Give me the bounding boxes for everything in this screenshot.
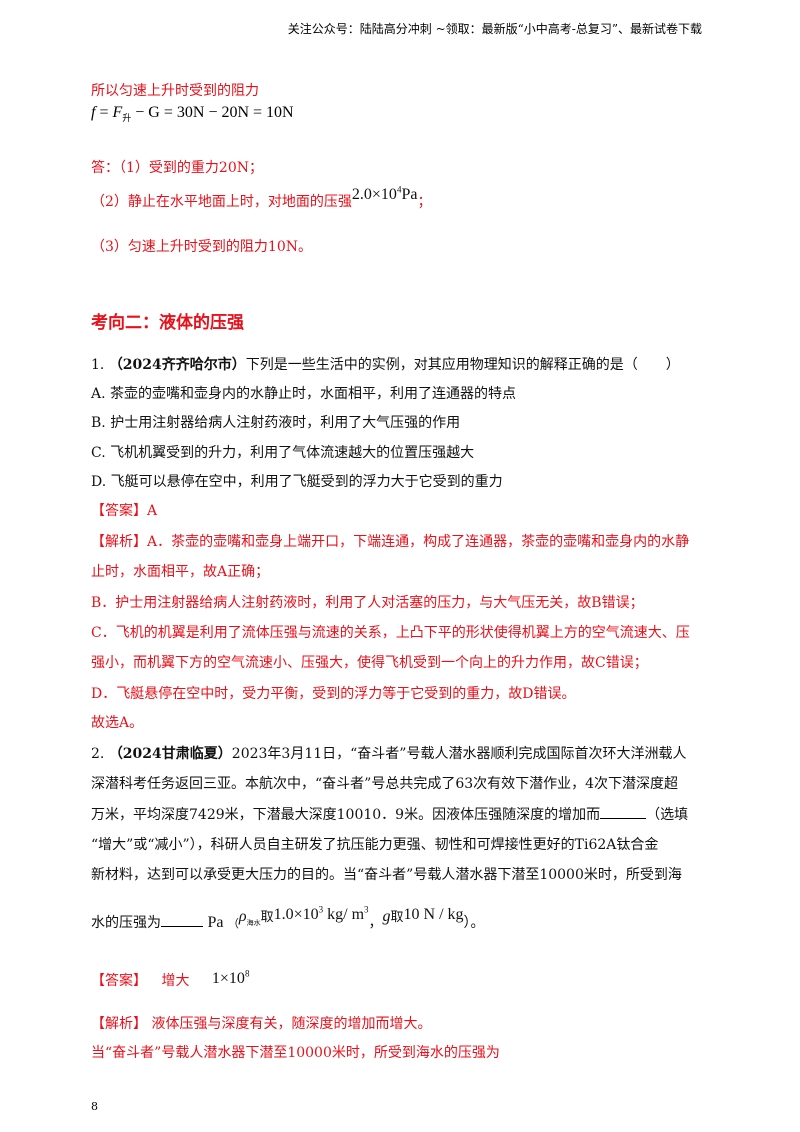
page-number: 8 (91, 1100, 98, 1113)
q2-density-value: 1.0×10 (273, 906, 319, 923)
q2-text-3a: 万米，平均深度7429米，下潜最大深度10010．9米。因液体压强随深度的增加而 (91, 807, 601, 823)
q1-text: 下列是一些生活中的实例，对其应用物理知识的解释正确的是（ ） (245, 357, 680, 373)
q2-density-unit-exp: 3 (364, 904, 369, 915)
q1-explanation-3: B．护士用注射器给病人注射药液时，利用了人对活塞的压力，与大气压无关，故B错误； (91, 595, 644, 611)
q2-line-4: “增大”或“减小”），科研人员自主研发了抗压能力更强、韧性和可焊接性更好的Ti6… (91, 837, 659, 853)
eq-f: f (91, 104, 96, 121)
q2-density-unit: kg/ m (327, 906, 365, 923)
q2-line-1: 2. （2024甘肃临夏）2023年3月11日，“奋斗者”号载人潜水器顺利完成国… (91, 743, 686, 763)
q1-explanation-4: C．飞机的机翼是利用了流体压强与流速的关系，上凸下平的形状使得机翼上方的空气流速… (91, 625, 690, 641)
resistance-equation: f = F升 − G = 30N − 20N = 10N (91, 104, 294, 124)
q1-number: 1. (91, 357, 105, 373)
q1-explanation-5: 强小，而机翼下方的空气流速小、压强大，使得飞机受到一个向上的升力作用，故C错误； (91, 655, 648, 671)
q2-density-exp: 3 (318, 904, 324, 915)
q1-explanation-7: 故选A。 (91, 715, 144, 731)
q2-number: 2. (91, 746, 105, 762)
q2-g-value: 10 N / kg (403, 906, 464, 923)
q2-text-1: 2023年3月11日，“奋斗者”号载人潜水器顺利完成国际首次环大洋洲载人 (231, 746, 687, 762)
answer-2-unit: Pa (401, 186, 418, 203)
q2-g: g (382, 908, 391, 925)
q2-answer-a: 增大 (161, 973, 190, 989)
page-header: 关注公众号：陆陆高分冲刺 ~领取：最新版“小中高考-总复习”、最新试卷下载 (287, 22, 702, 36)
q1-stem: 1. （2024齐齐哈尔市）下列是一些生活中的实例，对其应用物理知识的解释正确的… (91, 354, 680, 374)
q2-blank-1 (600, 818, 647, 819)
q2-line-2: 深潜科考任务返回三亚。本航次中，“奋斗者”号总共完成了63次有效下潜作业，4次下… (91, 776, 679, 792)
q2-explanation-1: 【解析】 液体压强与深度有关，随深度的增加而增大。 (91, 1016, 432, 1032)
q2-rho: ρ (238, 908, 247, 925)
q1-explanation-2: 止时，水面相平，故A正确； (91, 564, 270, 580)
q2-explanation-2: 当“奋斗者”号载人潜水器下潜至10000米时，所受到海水的压强为 (91, 1045, 500, 1061)
q1-option-b: B. 护士用注射器给病人注射药液时，利用了大气压强的作用 (91, 415, 461, 431)
q2-comma: ， (368, 915, 383, 931)
q2-take-2: 取 (390, 910, 404, 925)
q2-answer-label: 【答案】 (91, 973, 147, 989)
answer-line-2: （2）静止在水平地面上时，对地面的压强2.0×104Pa； (91, 185, 432, 211)
q1-option-c: C. 飞机机翼受到的升力，利用了气体流速越大的位置压强越大 (91, 445, 475, 461)
answer-2-text: （2）静止在水平地面上时，对地面的压强 (91, 194, 352, 210)
answer-2-end: ； (417, 194, 432, 210)
eq-sub: 升 (122, 113, 132, 124)
resistance-intro: 所以匀速上升时受到的阻力 (91, 83, 259, 99)
q2-line-3: 万米，平均深度7429米，下潜最大深度10010．9米。因液体压强随深度的增加而… (91, 804, 688, 824)
q2-text-6a: 水的压强为 (91, 915, 161, 931)
answer-2-value: 2.0×10 (351, 186, 397, 203)
q2-close: ）。 (463, 915, 485, 931)
answer-line-3: （3）匀速上升时受到的阻力10N。 (91, 239, 312, 255)
q1-source: （2024齐齐哈尔市） (108, 357, 246, 373)
section-title: 考向二：液体的压强 (91, 313, 244, 333)
q2-answer: 【答案】 增大 1×108 (91, 968, 250, 990)
q1-option-d: D. 飞艇可以悬停在空中，利用了飞艇受到的浮力大于它受到的重力 (91, 474, 503, 490)
answer-line-1: 答：（1）受到的重力20N； (91, 160, 263, 176)
q2-rho-sub: 海水 (246, 918, 261, 927)
q2-source: （2024甘肃临夏） (108, 746, 232, 762)
eq-F: F (112, 104, 123, 121)
q2-open-paren: （ (227, 917, 239, 930)
q2-text-3b: （选填 (646, 807, 689, 823)
q2-take: 取 (260, 910, 274, 925)
q2-answer-b: 1×10 (211, 970, 245, 987)
eq-rest: − G = 30N − 20N = 10N (131, 104, 294, 121)
q1-option-a: A. 茶壶的壶嘴和壶身内的水静止时，水面相平，利用了连通器的特点 (91, 386, 517, 402)
q1-answer: 【答案】A (91, 503, 158, 519)
q1-explanation-6: D．飞艇悬停在空中时，受力平衡，受到的浮力等于它受到的重力，故D错误。 (91, 686, 576, 702)
q2-pa: Pa (207, 914, 224, 931)
q2-answer-b-exp: 8 (244, 968, 250, 979)
q2-blank-2 (161, 926, 203, 927)
q2-line-5: 新材料，达到可以承受更大压力的目的。当“奋斗者”号载人潜水器下潜至10000米时… (91, 867, 682, 883)
q1-explanation-1: 【解析】A．茶壶的壶嘴和壶身上端开口，下端连通，构成了连通器，茶壶的壶嘴和壶身内… (91, 534, 690, 550)
answer-2-exp: 4 (396, 184, 402, 195)
q2-line-6: 水的压强为 Pa （ρ海水取1.0×103 kg/ m3，g取10 N / kg… (91, 905, 485, 934)
